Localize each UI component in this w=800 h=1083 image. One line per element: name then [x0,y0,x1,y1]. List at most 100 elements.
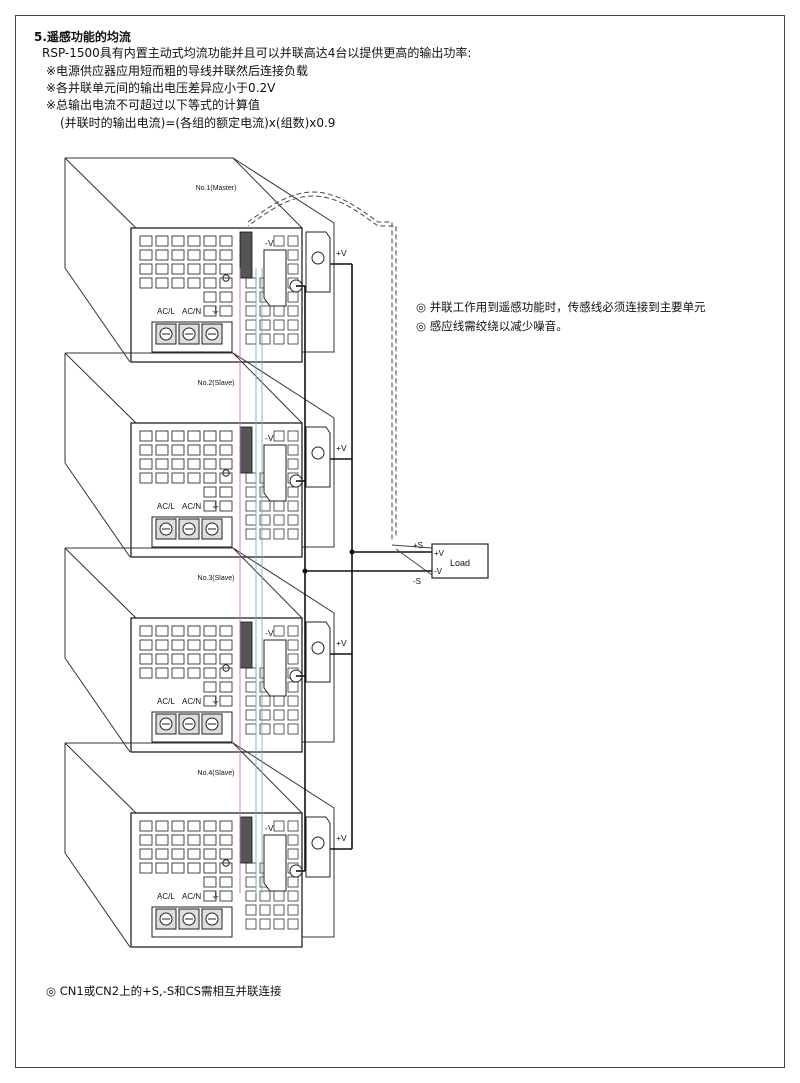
vent-slot [139,834,153,846]
vent-slot [203,681,217,693]
vent-slot [273,430,285,442]
unit-bottom-edge [64,267,131,363]
vent-slot [245,904,257,916]
vent-slot [203,625,217,637]
minus-v-busbar [263,444,287,502]
vent-slot [187,249,201,261]
label-minus-v: -V [265,823,274,833]
vent-slot [273,333,285,345]
vent-slot [273,528,285,540]
vent-slot [187,458,201,470]
vent-slot [171,458,185,470]
vent-slot [219,249,233,261]
vent-slot [203,263,217,275]
vent-slot [259,709,271,721]
vent-slot [219,667,233,679]
label-acn: AC/N [182,502,201,511]
vent-slot [139,235,153,247]
rule-short-wires: ※电源供应器应用短而粗的导线并联然后连接负载 [46,64,309,78]
vent-slot [155,848,169,860]
vent-slot [155,653,169,665]
label-minus-v: -V [265,433,274,443]
label-ground: ⏚ [211,891,220,901]
vent-slot [259,500,271,512]
vent-slot [245,918,257,930]
vent-slot [219,681,233,693]
vent-slot [273,904,285,916]
signal-connector [239,816,253,864]
vent-slot [287,263,299,275]
vent-slot [155,472,169,484]
vent-slot [219,458,233,470]
vent-slot [287,834,299,846]
unit-edge-line [64,742,137,814]
label-acn: AC/N [182,307,201,316]
sense-minus-label: -S [413,577,421,586]
vent-slot [219,848,233,860]
vent-slot [139,625,153,637]
vent-slot [187,653,201,665]
vent-slot [139,639,153,651]
vent-slot [273,625,285,637]
signal-connector [239,621,253,669]
vent-slot [155,458,169,470]
vent-slot [287,653,299,665]
unit-label: No.1(Master) [196,185,237,192]
note-twist-sense: ◎ 感应线需绞绕以减少噪音。 [416,319,568,333]
vent-slot [139,444,153,456]
vent-slot [273,514,285,526]
vent-slot [171,820,185,832]
vent-slot [259,904,271,916]
vent-slot [203,291,217,303]
label-acl: AC/L [157,502,175,511]
minus-v-busbar [263,249,287,307]
vent-slot [139,667,153,679]
vent-slot [139,820,153,832]
load-box [431,543,489,579]
vent-slot [259,514,271,526]
unit-edge-line [232,742,303,814]
vent-slot [171,235,185,247]
sense-plus-lead [391,544,433,549]
vent-slot [187,862,201,874]
vent-slot [219,820,233,832]
vent-slot [155,862,169,874]
vent-slot [287,695,299,707]
vent-slot [219,277,233,289]
vent-slot [171,263,185,275]
vent-slot [203,848,217,860]
vent-slot [139,848,153,860]
vent-slot [287,235,299,247]
vent-slot [203,235,217,247]
vent-slot [187,235,201,247]
vent-slot [171,834,185,846]
vent-slot [219,639,233,651]
vent-slot [259,918,271,930]
label-acl: AC/L [157,307,175,316]
unit-label: No.3(Slave) [198,575,235,582]
vent-slot [203,486,217,498]
rule-total-current: ※总输出电流不可超过以下等式的计算值 [46,98,261,112]
vent-slot [187,444,201,456]
unit-label: No.2(Slave) [198,380,235,387]
current-formula: (并联时的输出电流)=(各组的额定电流)x(组数)x0.9 [60,116,336,130]
label-plus-v: +V [336,638,347,648]
busbar-bolt [311,836,325,850]
vent-slot [219,876,233,888]
minus-v-busbar [263,834,287,892]
busbar-bolt [311,446,325,460]
sense-minus-lead [395,548,433,576]
vent-slot [187,667,201,679]
vent-slot [171,277,185,289]
vent-slot [155,667,169,679]
vent-slot [287,723,299,735]
vent-slot [155,639,169,651]
vent-slot [155,249,169,261]
label-plus-v: +V [336,443,347,453]
vent-slot [287,918,299,930]
label-plus-v: +V [336,248,347,258]
unit-edge-line [232,157,303,229]
load-plus-v-label: +V [434,549,445,558]
